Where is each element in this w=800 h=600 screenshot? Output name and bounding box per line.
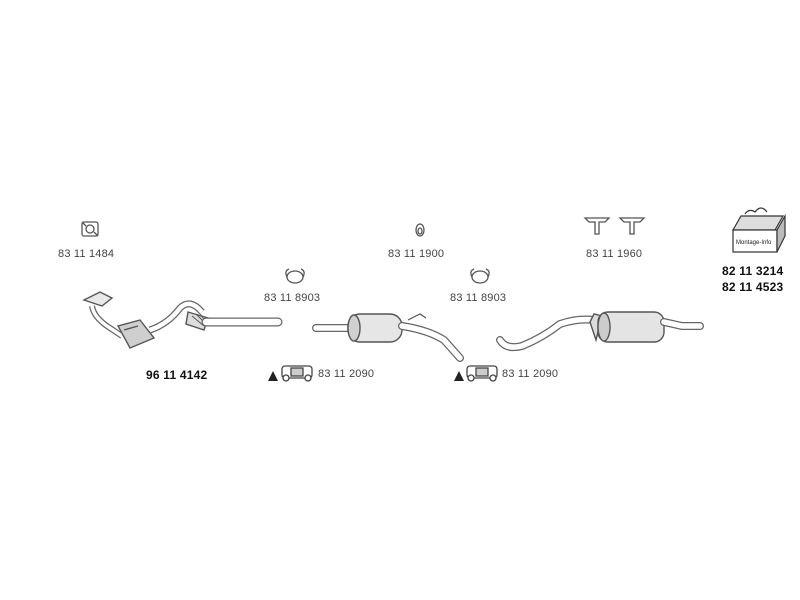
kit-box-icon: Montage-Info: [731, 207, 786, 253]
warning-triangle-icon: [268, 371, 278, 381]
part-number-clamp-left: 83 11 8903: [264, 292, 321, 304]
rubber-mount-icon: [466, 365, 498, 382]
hanger-icon: [583, 217, 646, 235]
part-number-clamp-right: 83 11 8903: [450, 292, 507, 304]
part-number-hangers: 83 11 1960: [586, 248, 643, 260]
middle-silencer: [312, 313, 464, 362]
part-number-rubber-ring: 83 11 1900: [388, 248, 445, 260]
rubber-ring-icon: [415, 223, 425, 237]
part-number-mount-left: 83 11 2090: [318, 368, 375, 380]
part-number-gasket: 83 11 1484: [58, 248, 115, 260]
front-pipe-catalytic-converter: [82, 291, 283, 349]
warning-triangle-icon: [454, 371, 464, 381]
part-number-kit-b: 82 11 4523: [722, 280, 784, 294]
rubber-mount-icon: [281, 365, 313, 382]
clamp-icon: [285, 268, 305, 284]
rear-silencer: [496, 311, 704, 352]
part-number-kit-a: 82 11 3214: [722, 264, 784, 278]
part-number-front-pipe: 96 11 4142: [146, 368, 208, 382]
gasket-icon: [81, 221, 99, 237]
clamp-icon: [470, 268, 490, 284]
kit-box-text: Montage-Info: [736, 240, 772, 246]
part-number-mount-right: 83 11 2090: [502, 368, 559, 380]
